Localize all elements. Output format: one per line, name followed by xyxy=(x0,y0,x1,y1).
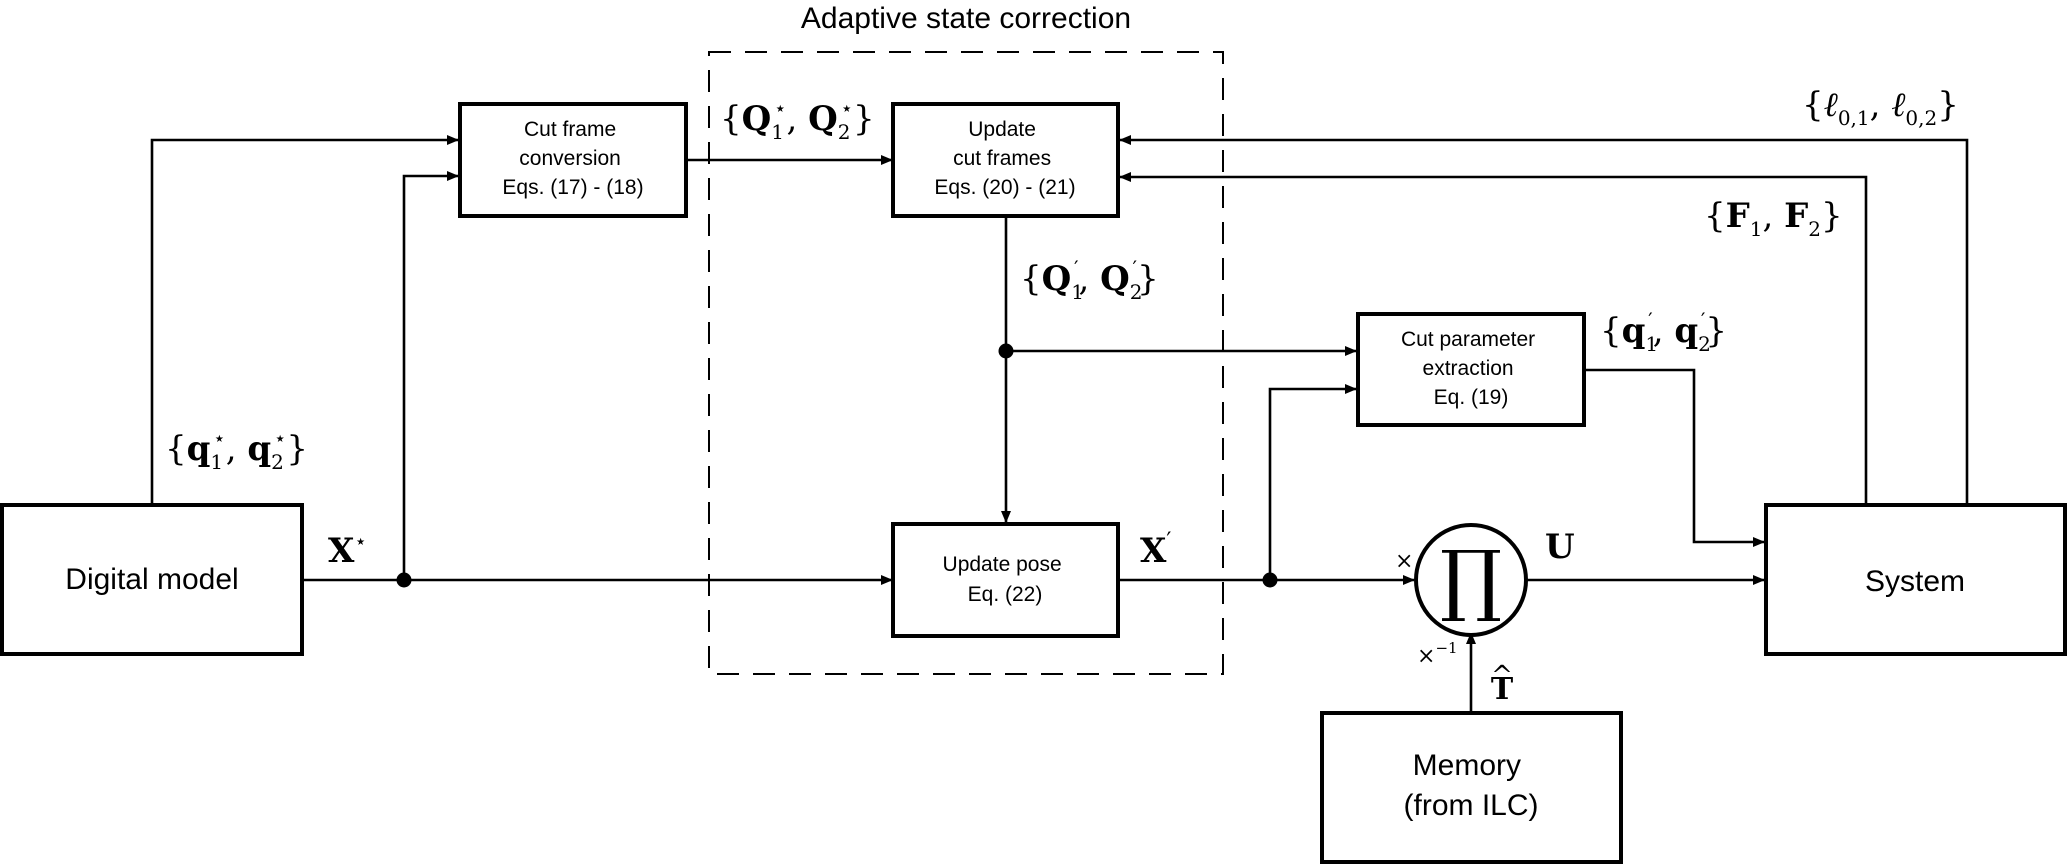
label-q-star: {q1⋆, q2⋆} xyxy=(165,426,308,474)
block-line: conversion xyxy=(519,147,621,170)
update-pose-block: Update pose Eq. (22) xyxy=(891,522,1120,638)
product-block: ∏ xyxy=(1414,523,1528,637)
block-line: Digital model xyxy=(65,563,238,596)
system-block: System xyxy=(1764,503,2067,656)
svg-text:Cut parameter extraction: Cut parameter extraction Eq. (19) xyxy=(1401,328,1541,409)
digital-model-block: Digital model xyxy=(0,503,304,656)
block-line: Cut frame xyxy=(524,118,616,141)
block-line: Memory xyxy=(1413,749,1521,782)
label-Q-prime: {Q1′, Q2′} xyxy=(1020,256,1159,304)
junction-dot-x-star xyxy=(396,572,412,588)
label-T-hat-accent: ^ xyxy=(1491,661,1513,691)
svg-text:Memory (from ILC): Memory (from ILC) xyxy=(1404,749,1539,822)
wire-x-prime-branch xyxy=(1268,384,1357,580)
wire-x-star-branch xyxy=(402,171,459,580)
block-line: cut frames xyxy=(953,147,1051,170)
block-line: Eq. (22) xyxy=(968,583,1043,606)
block-line: Eqs. (20) - (21) xyxy=(934,176,1075,199)
block-line: Update pose xyxy=(943,553,1062,576)
label-q-prime: {q1′, q2′} xyxy=(1600,308,1727,356)
svg-text:Update pose Eq. (22): Update pose Eq. (22) xyxy=(943,553,1068,606)
product-icon: ∏ xyxy=(1440,535,1502,625)
cut-frame-conversion-block: Cut frame conversion Eqs. (17) - (18) xyxy=(458,102,688,218)
block-line: (from ILC) xyxy=(1404,789,1539,822)
svg-text:System: System xyxy=(1865,565,1965,598)
block-line: Eqs. (17) - (18) xyxy=(502,176,643,199)
block-line: Eq. (19) xyxy=(1434,386,1509,409)
wire-f xyxy=(1119,172,1868,504)
memory-block: Memory (from ILC) xyxy=(1320,711,1623,864)
block-line: Update xyxy=(968,118,1036,141)
svg-text:Update cut frames: Update cut frames Eqs. (20) - (21) xyxy=(934,118,1075,199)
wire-q-star xyxy=(150,135,459,504)
region-title: Adaptive state correction xyxy=(801,2,1131,35)
label-U: U xyxy=(1545,527,1575,567)
label-F: {F1, F2} xyxy=(1704,196,1843,241)
label-times: × xyxy=(1395,549,1413,574)
junction-dot-x-prime xyxy=(1262,572,1278,588)
cut-parameter-extraction-block: Cut parameter extraction Eq. (19) xyxy=(1356,312,1586,427)
label-X-star: X⋆ xyxy=(328,529,367,571)
junction-dot-q-prime xyxy=(998,343,1014,359)
svg-text:Digital model: Digital model xyxy=(65,563,238,596)
svg-text:Cut frame conversion: Cut frame conversion Eqs. (17) - (18) xyxy=(502,118,643,199)
label-ell: {ℓ0,1, ℓ0,2} xyxy=(1802,85,1959,130)
block-line: Cut parameter xyxy=(1401,328,1535,351)
label-Q-star: {Q1⋆, Q2⋆} xyxy=(720,96,875,144)
label-X-prime: X′ xyxy=(1140,529,1171,571)
block-line: extraction xyxy=(1423,357,1514,380)
label-T-hat: T xyxy=(1491,672,1514,707)
adaptive-state-correction-region xyxy=(708,51,1224,675)
label-times-inverse: ×−1 xyxy=(1417,639,1458,669)
block-line: System xyxy=(1865,565,1965,598)
wire-q-prime-to-system xyxy=(1585,368,1765,547)
update-cut-frames-block: Update cut frames Eqs. (20) - (21) xyxy=(891,102,1120,218)
wire-ell xyxy=(1119,135,1969,504)
